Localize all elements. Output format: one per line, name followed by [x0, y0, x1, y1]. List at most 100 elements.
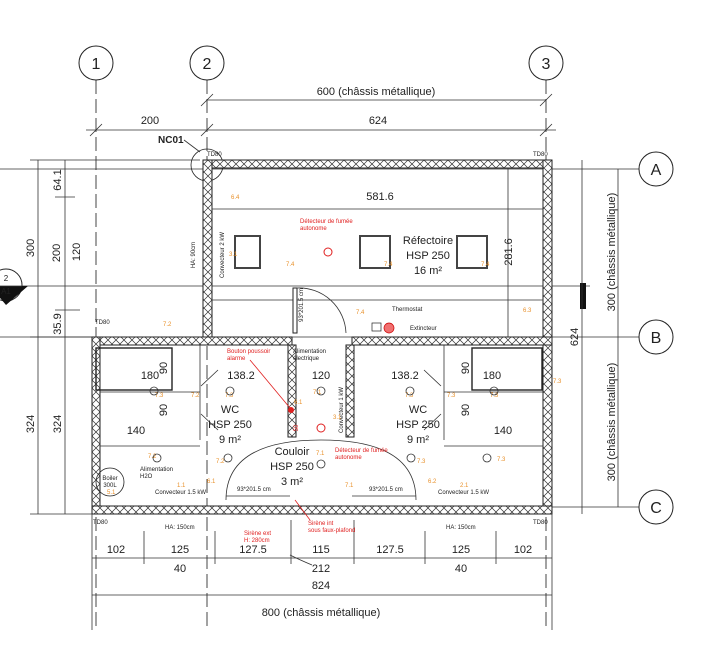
svg-text:3: 3: [542, 56, 551, 73]
svg-text:5.1: 5.1: [107, 490, 116, 496]
svg-text:9 m²: 9 m²: [219, 434, 241, 446]
svg-text:600 (châssis métallique): 600 (châssis métallique): [317, 86, 436, 98]
svg-text:WC: WC: [221, 404, 239, 416]
svg-text:H2O: H2O: [140, 474, 153, 480]
svg-text:A: A: [651, 162, 662, 179]
svg-text:Alimentation: Alimentation: [293, 349, 326, 355]
svg-text:300 (châssis métallique): 300 (châssis métallique): [606, 363, 618, 482]
room-refectoire: Réfectoire HSP 250 16 m²: [403, 235, 453, 277]
callout-nc01: NC01: [158, 135, 224, 182]
svg-text:TD80: TD80: [93, 520, 108, 526]
section-cut-mark: [580, 283, 586, 309]
svg-text:120: 120: [71, 243, 83, 261]
svg-text:180: 180: [483, 370, 501, 382]
svg-text:Couloir: Couloir: [275, 446, 310, 458]
svg-text:Convecteur 1.5 kW: Convecteur 1.5 kW: [155, 490, 206, 496]
svg-text:50: 50: [294, 424, 300, 431]
svg-text:127.5: 127.5: [239, 544, 267, 556]
svg-text:16 m²: 16 m²: [414, 265, 442, 277]
svg-text:102: 102: [107, 544, 125, 556]
inner-dimensions: 581.6 281.6 180 138.2 120 138.2 180 140 …: [127, 191, 515, 437]
svg-text:7.2: 7.2: [191, 393, 200, 399]
svg-text:2.1: 2.1: [460, 483, 469, 489]
annotations: TD80 TD80 TD80 TD80 TD80 HA: 90cm Convec…: [93, 152, 548, 531]
svg-text:200: 200: [51, 244, 63, 262]
svg-text:102: 102: [514, 544, 532, 556]
svg-text:7.1: 7.1: [316, 451, 325, 457]
svg-text:120: 120: [312, 370, 330, 382]
svg-text:TD80: TD80: [95, 320, 110, 326]
svg-text:HA: 90cm: HA: 90cm: [191, 242, 197, 268]
svg-text:7.4: 7.4: [356, 310, 365, 316]
svg-text:7.3: 7.3: [553, 379, 562, 385]
svg-text:Convecteur 2 kW: Convecteur 2 kW: [220, 232, 226, 278]
svg-text:Alimentation: Alimentation: [140, 467, 173, 473]
svg-text:Extincteur: Extincteur: [410, 326, 437, 332]
svg-text:125: 125: [452, 544, 470, 556]
svg-text:581.6: 581.6: [366, 191, 394, 203]
left-dimensions: 300 200 64.1 120 35.9 324 324: [25, 159, 200, 515]
bottom-dimensions: 102 125 127.5 115 127.5 125 102 40 212 4…: [91, 514, 553, 630]
svg-text:Boiler: Boiler: [102, 476, 117, 482]
right-dimensions: 624 300 (châssis métallique) 300 (châssi…: [569, 160, 619, 514]
svg-text:HSP 250: HSP 250: [208, 419, 252, 431]
svg-text:93*201.5 cm: 93*201.5 cm: [299, 288, 305, 322]
svg-text:35.9: 35.9: [52, 313, 64, 334]
svg-text:180: 180: [141, 370, 159, 382]
svg-text:6.3: 6.3: [523, 308, 532, 314]
svg-text:Détecteur de fumée: Détecteur de fumée: [300, 219, 353, 225]
svg-text:127.5: 127.5: [376, 544, 404, 556]
svg-text:3 m²: 3 m²: [281, 476, 303, 488]
svg-text:HA: 150cm: HA: 150cm: [446, 525, 476, 531]
light-fixture-icons: [149, 386, 499, 469]
svg-text:2: 2: [4, 274, 9, 283]
columns: [234, 235, 488, 269]
svg-text:300 (châssis métallique): 300 (châssis métallique): [606, 193, 618, 312]
svg-text:Bouton poussoir: Bouton poussoir: [227, 349, 270, 355]
svg-text:NC01: NC01: [158, 135, 184, 146]
svg-text:autonome: autonome: [300, 226, 327, 232]
svg-text:TD80: TD80: [207, 152, 222, 158]
svg-text:300: 300: [25, 239, 37, 257]
equipment-tags: 6.4 3.1 7.4 7.4 7.4 7.4 6.3 7.2 7.3 7.2 …: [107, 195, 562, 496]
svg-text:Thermostat: Thermostat: [392, 307, 423, 313]
svg-text:7.2: 7.2: [163, 322, 172, 328]
svg-text:800 (châssis métallique): 800 (châssis métallique): [262, 607, 381, 619]
svg-text:93*201.5 cm: 93*201.5 cm: [237, 487, 271, 493]
svg-text:40: 40: [455, 563, 467, 575]
svg-text:90: 90: [158, 362, 170, 374]
svg-text:9 m²: 9 m²: [407, 434, 429, 446]
svg-text:B: B: [651, 330, 662, 347]
svg-text:H: 280cm: H: 280cm: [244, 538, 270, 544]
svg-text:3.1: 3.1: [333, 415, 342, 421]
svg-text:115: 115: [312, 544, 330, 556]
svg-text:624: 624: [369, 115, 387, 127]
svg-text:6.2: 6.2: [428, 479, 437, 485]
svg-text:324: 324: [25, 415, 37, 433]
svg-text:324: 324: [52, 415, 64, 433]
svg-text:40: 40: [174, 563, 186, 575]
svg-text:alarme: alarme: [227, 356, 246, 362]
svg-text:281.6: 281.6: [503, 238, 515, 266]
svg-text:7.2: 7.2: [216, 459, 225, 465]
svg-text:200: 200: [141, 115, 159, 127]
grid-bubble-3: 3: [528, 45, 564, 81]
svg-text:138.2: 138.2: [227, 370, 255, 382]
svg-text:7.3: 7.3: [497, 457, 506, 463]
svg-text:7.3: 7.3: [405, 393, 414, 399]
svg-text:1: 1: [92, 56, 101, 73]
grid-bubble-2: 2: [189, 45, 225, 81]
svg-text:HA: 150cm: HA: 150cm: [165, 525, 195, 531]
svg-text:sous faux-plafond: sous faux-plafond: [308, 528, 355, 534]
svg-text:90: 90: [158, 404, 170, 416]
svg-text:6.1: 6.1: [294, 400, 303, 406]
svg-text:7.1: 7.1: [345, 483, 354, 489]
svg-text:WC: WC: [409, 404, 427, 416]
svg-text:Sirène ext: Sirène ext: [244, 531, 271, 537]
grid-bubble-b: B: [638, 319, 674, 355]
svg-text:7.4: 7.4: [286, 262, 295, 268]
svg-text:HSP 250: HSP 250: [396, 419, 440, 431]
svg-text:140: 140: [127, 425, 145, 437]
svg-text:3.1: 3.1: [229, 252, 238, 258]
svg-text:Convecteur 1.5 kW: Convecteur 1.5 kW: [438, 490, 489, 496]
